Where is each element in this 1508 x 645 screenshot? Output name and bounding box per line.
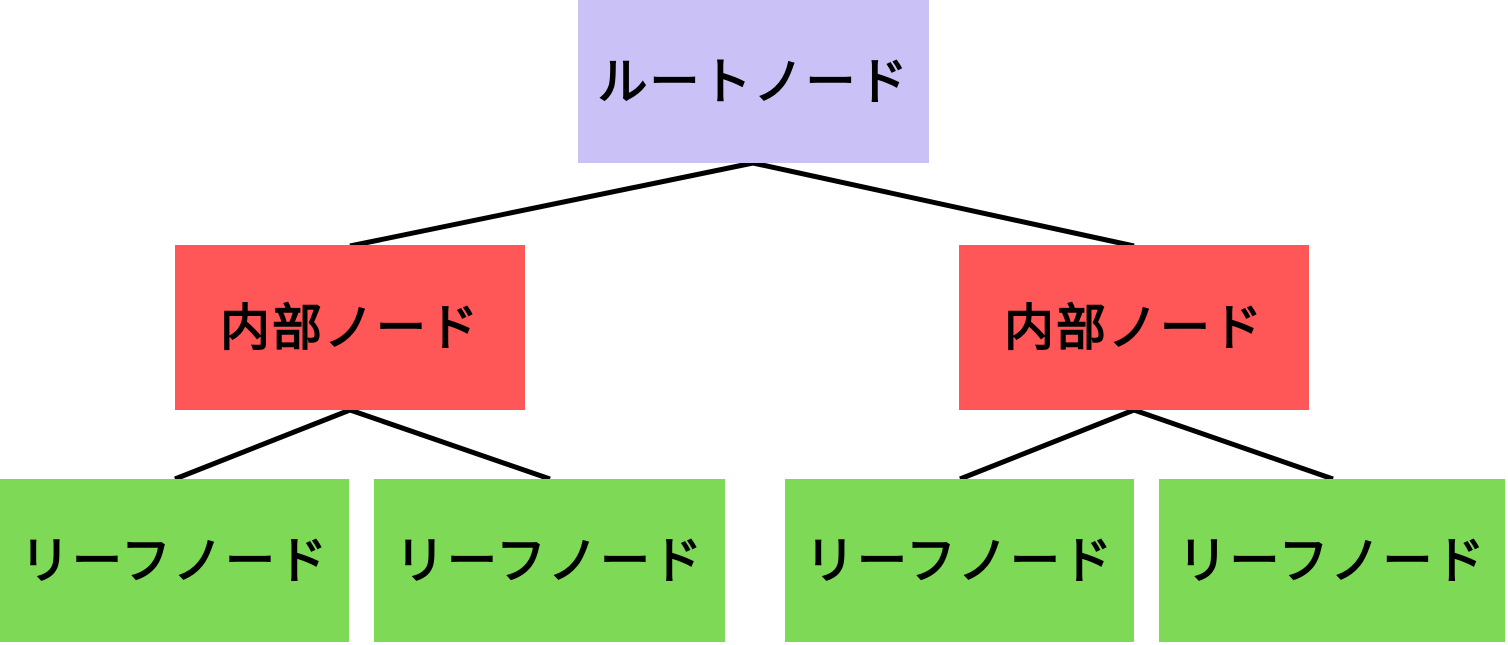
- root-node-label: ルートノード: [597, 53, 910, 110]
- connector-root-internal-left: [349, 160, 754, 249]
- leaf-node-2: リーフノード: [374, 479, 725, 642]
- connector-internal-left-leaf-2: [349, 407, 551, 482]
- internal-node-left: 内部ノード: [175, 245, 525, 410]
- leaf-node-3: リーフノード: [785, 479, 1134, 642]
- leaf-node-3-label: リーフノード: [805, 532, 1114, 589]
- root-node: ルートノード: [578, 0, 929, 163]
- leaf-node-4: リーフノード: [1159, 479, 1505, 642]
- leaf-node-2-label: リーフノード: [395, 532, 704, 589]
- internal-node-right: 内部ノード: [959, 245, 1309, 410]
- connector-root-internal-right: [752, 160, 1135, 249]
- connector-internal-right-leaf-4: [1133, 407, 1334, 482]
- connector-internal-right-leaf-3: [959, 407, 1135, 482]
- connector-internal-left-leaf-1: [174, 407, 351, 482]
- leaf-node-4-label: リーフノード: [1177, 532, 1487, 589]
- leaf-node-1: リーフノード: [0, 479, 349, 642]
- leaf-node-1-label: リーフノード: [20, 532, 329, 589]
- internal-node-left-label: 内部ノード: [220, 299, 480, 356]
- internal-node-right-label: 内部ノード: [1004, 299, 1264, 356]
